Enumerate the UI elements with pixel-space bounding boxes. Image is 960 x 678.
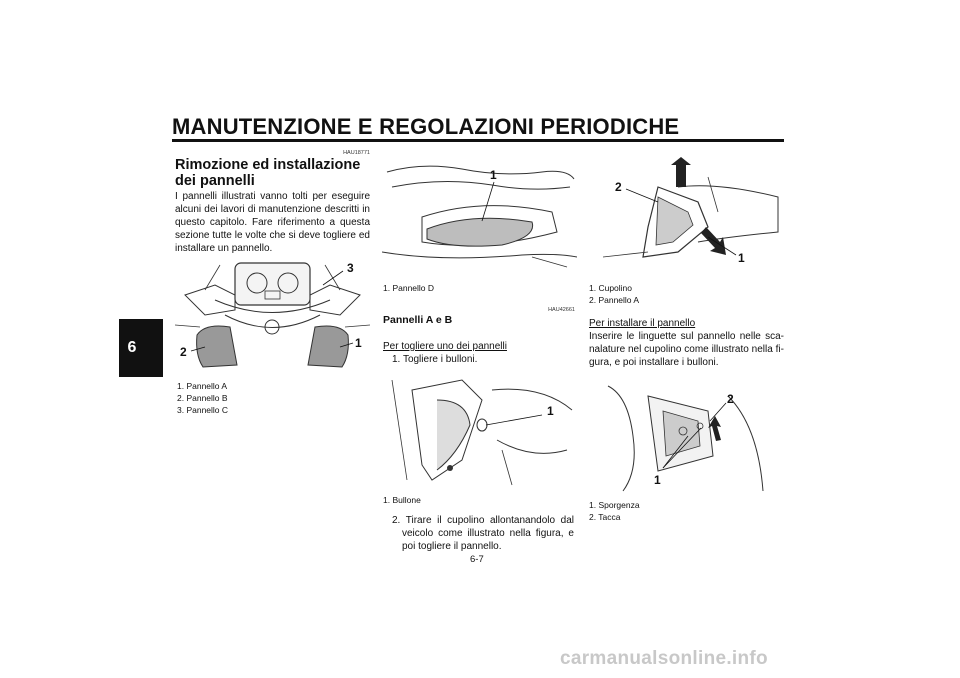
intro-paragraph: I pannelli illustrati vanno tolti per es…	[175, 191, 370, 254]
figure-caption-list: 1. Cupolino 2. Pannello A	[589, 282, 779, 306]
figure-caption: 1. Bullone	[383, 495, 421, 505]
caption-item: 2. Pannello A	[589, 295, 640, 305]
step-2: 2. Tirare il cupolino allontanandolo dal…	[392, 515, 574, 552]
chapter-number: 6	[127, 339, 137, 356]
install-paragraph: Inserire le linguette sul pannello nelle…	[589, 331, 784, 368]
caption-item: 2. Pannello B	[177, 393, 228, 403]
watermark: carmanualsonline.info	[560, 648, 768, 669]
caption-item: 3. Pannello C	[177, 405, 229, 415]
caption-item: 1. Pannello A	[177, 381, 228, 391]
figure-caption-list: 1. Sporgenza 2. Tacca	[589, 499, 779, 523]
callout-1: 1	[490, 168, 497, 182]
section-heading: Rimozione ed installazione dei pannelli	[175, 157, 361, 189]
caption-item: 1. Cupolino	[589, 283, 633, 293]
callout-1: 1	[547, 404, 554, 418]
callout-2: 2	[180, 345, 187, 359]
step-1: 1. Togliere i bulloni.	[392, 354, 478, 365]
page-title: MANUTENZIONE E REGOLAZIONI PERIODICHE	[172, 114, 680, 139]
page-number: 6-7	[470, 554, 484, 565]
figure-cowl-panel-a: 2 1	[602, 157, 779, 265]
subsection-heading: Pannelli A e B	[383, 314, 453, 326]
figure-tab-slot: 2 1	[607, 385, 764, 492]
figure-seat-panel-d: 1	[382, 165, 577, 268]
figure-caption-list: 1. Pannello A 2. Pannello B 3. Pannello …	[177, 380, 367, 416]
figure-bolt: 1	[391, 379, 573, 486]
callout-1: 1	[654, 473, 661, 487]
callout-2: 2	[615, 180, 622, 194]
figure-caption: 1. Pannello D	[383, 283, 435, 293]
callout-1: 1	[355, 336, 362, 350]
procedure-heading-remove: Per togliere uno dei pannelli	[383, 341, 507, 352]
figure-instrument-panel: 3 2 1	[175, 261, 370, 368]
title-rule	[172, 139, 784, 142]
chapter-tab: 6	[119, 319, 163, 377]
caption-item: 2. Tacca	[589, 512, 621, 522]
section-code: HAU18771	[343, 150, 370, 156]
procedure-heading-install: Per installare il pannello	[589, 318, 696, 329]
callout-1: 1	[738, 251, 745, 265]
callout-2: 2	[727, 392, 734, 406]
callout-3: 3	[347, 261, 354, 275]
caption-item: 1. Sporgenza	[589, 500, 640, 510]
section-code: HAU42661	[548, 307, 575, 313]
